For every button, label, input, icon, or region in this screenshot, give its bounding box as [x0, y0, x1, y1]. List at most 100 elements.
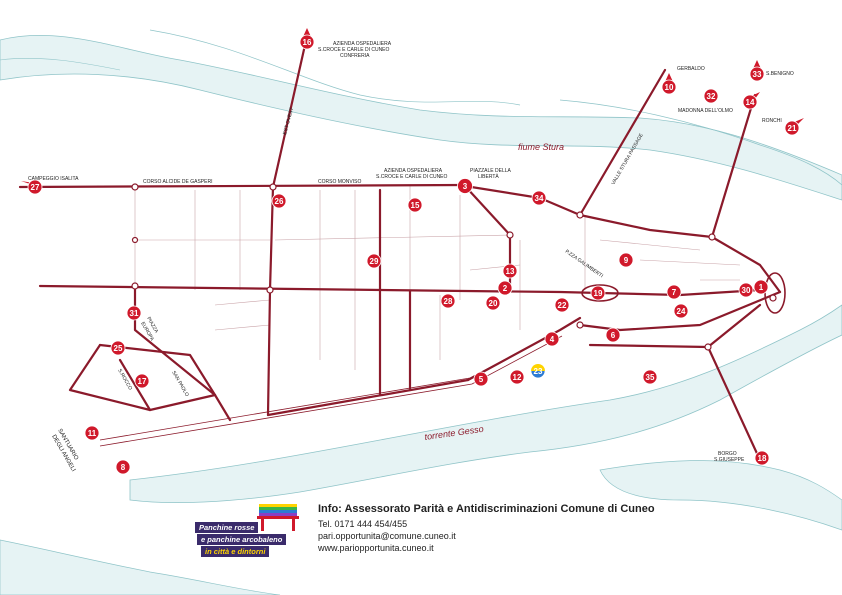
label-piazza-galimberti: P.ZZA GALIMBERTI	[564, 249, 604, 280]
label-gerbaldo: GERBALDO	[677, 66, 705, 72]
marker-circle	[271, 193, 287, 209]
label-campeggio: CAMPEGGIO ISALITA	[28, 176, 79, 182]
label-fiume-stura: fiume Stura	[518, 142, 564, 152]
bench-marker-17[interactable]: 17	[134, 373, 150, 389]
marker-circle	[666, 284, 682, 300]
marker-circle	[509, 369, 525, 385]
bench-marker-10[interactable]: 10	[661, 73, 677, 95]
bench-marker-18[interactable]: 18	[754, 450, 770, 466]
bench-marker-6[interactable]: 6	[605, 327, 621, 343]
info-web[interactable]: www.pariopportunita.cuneo.it	[318, 543, 434, 553]
marker-circle	[618, 252, 634, 268]
bench-marker-16[interactable]: 16	[299, 28, 315, 50]
bench-marker-29[interactable]: 29	[366, 253, 382, 269]
bench-markers: 1234567891011121314151617181920212223242…	[21, 28, 804, 475]
marker-number: 28	[444, 297, 453, 306]
marker-circle	[642, 369, 658, 385]
marker-number: 10	[665, 83, 674, 92]
bench-marker-31[interactable]: 31	[126, 305, 142, 321]
bench-marker-25[interactable]: 25	[110, 340, 126, 356]
marker-number: 5	[479, 375, 484, 384]
road-sw-3	[68, 343, 217, 412]
logo: Panchine rosse e panchine arcobaleno in …	[195, 502, 305, 562]
marker-number: 4	[550, 335, 555, 344]
roundabouts	[131, 179, 777, 351]
bench-marker-5[interactable]: 5	[473, 371, 489, 387]
bench-marker-22[interactable]: 22	[554, 297, 570, 313]
marker-number: 13	[506, 267, 515, 276]
marker-circle	[110, 340, 126, 356]
marker-number: 17	[138, 377, 147, 386]
bench-marker-13[interactable]: 13	[502, 263, 518, 279]
marker-circle	[485, 295, 501, 311]
bench-marker-30[interactable]: 30	[738, 282, 754, 298]
marker-circle	[754, 450, 770, 466]
marker-circle	[497, 280, 513, 296]
info-box: Info: Assessorato Parità e Antidiscrimin…	[318, 503, 738, 554]
marker-number: 7	[672, 288, 677, 297]
corso-nizza	[38, 284, 762, 297]
bench-marker-4[interactable]: 4	[544, 331, 560, 347]
bench-marker-21[interactable]: 21	[784, 118, 804, 136]
bench-marker-9[interactable]: 9	[618, 252, 634, 268]
bench-marker-2[interactable]: 2	[497, 280, 513, 296]
bench-marker-27[interactable]: 27	[21, 179, 43, 195]
bench-marker-8[interactable]: 8	[115, 459, 131, 475]
bench-marker-32[interactable]: 32	[703, 88, 719, 104]
bench-marker-11[interactable]: 11	[84, 425, 100, 441]
label-azienda-top-2: S.CROCE E CARLE DI CUNEO	[318, 47, 390, 53]
marker-circle	[126, 305, 142, 321]
marker-number: 23	[534, 367, 543, 376]
minor-streets	[134, 185, 741, 375]
bench-marker-35[interactable]: 35	[642, 369, 658, 385]
marker-circle	[134, 373, 150, 389]
road-sw-1	[133, 284, 232, 422]
marker-number: 18	[758, 454, 767, 463]
marker-number: 3	[463, 182, 468, 191]
bench-marker-28[interactable]: 28	[440, 293, 456, 309]
piazza-galimberti-shape	[581, 284, 619, 302]
bench-marker-33[interactable]: 33	[749, 60, 765, 82]
info-email[interactable]: pari.opportunita@comune.cuneo.it	[318, 531, 456, 541]
marker-circle	[366, 253, 382, 269]
marker-number: 9	[624, 256, 629, 265]
bench-marker-14[interactable]: 14	[742, 92, 760, 110]
marker-circle	[703, 88, 719, 104]
marker-circle	[531, 190, 547, 206]
bench-marker-3[interactable]: 3	[457, 178, 473, 194]
label-azienda-top-1: AZIENDA OSPEDALIERA	[333, 41, 392, 47]
marker-number: 1	[759, 283, 764, 292]
est-ovest-road	[266, 43, 307, 417]
bench-marker-26[interactable]: 26	[271, 193, 287, 209]
bench-marker-23[interactable]: 23	[530, 363, 546, 379]
road-sw-4	[118, 358, 152, 412]
marker-circle	[784, 120, 800, 136]
marker-number: 19	[594, 289, 603, 298]
marker-number: 30	[742, 286, 751, 295]
label-azienda-mid-2: S.CROCE E CARLE DI CUNEO	[376, 174, 448, 180]
bench-marker-34[interactable]: 34	[531, 190, 547, 206]
marker-circle	[661, 79, 677, 95]
label-corso-monviso: CORSO MONVISO	[318, 179, 361, 185]
marker-circle	[407, 197, 423, 213]
marker-number: 27	[31, 183, 40, 192]
bench-marker-20[interactable]: 20	[485, 295, 501, 311]
marker-number: 12	[513, 373, 522, 382]
marker-circle	[299, 34, 315, 50]
bench-marker-24[interactable]: 24	[673, 303, 689, 319]
label-madonna-olmo: MADONNA DELL'OLMO	[678, 108, 733, 114]
logo-tag-2: e panchine arcobaleno	[197, 534, 287, 545]
label-borgo-2: S.GIUSEPPE	[714, 457, 745, 463]
marker-number: 32	[707, 92, 716, 101]
marker-circle	[473, 371, 489, 387]
marker-number: 33	[753, 70, 762, 79]
bench-marker-7[interactable]: 7	[666, 284, 682, 300]
bench-marker-1[interactable]: 1	[753, 279, 769, 295]
bench-marker-19[interactable]: 19	[590, 285, 606, 301]
road-18	[706, 345, 762, 462]
bench-marker-15[interactable]: 15	[407, 197, 423, 213]
marker-number: 11	[88, 429, 97, 438]
bench-marker-12[interactable]: 12	[509, 369, 525, 385]
old-town-south	[578, 290, 782, 332]
marker-circle	[742, 94, 758, 110]
